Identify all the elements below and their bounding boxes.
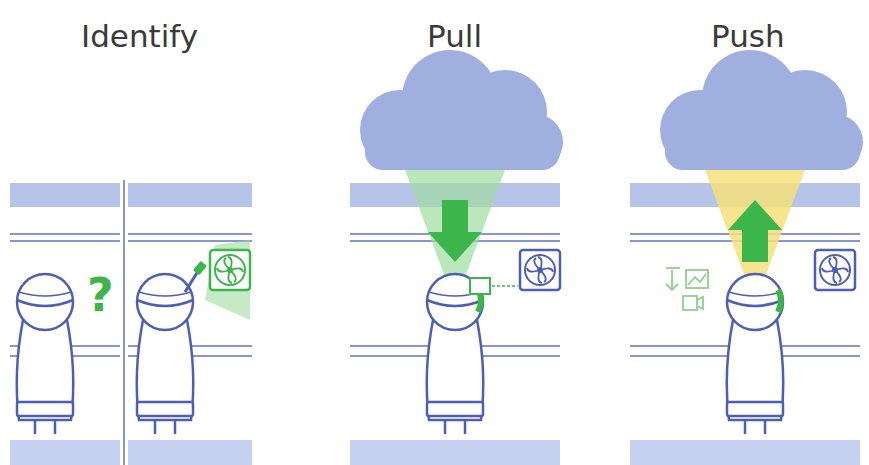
- pull-beam: [405, 170, 505, 285]
- panel-title: Identify: [81, 18, 198, 54]
- video-icon-lens: [697, 297, 703, 309]
- floor: [128, 440, 252, 465]
- download-icon: [666, 270, 678, 290]
- floor: [350, 440, 560, 465]
- floors: [10, 440, 860, 465]
- cloud: [360, 50, 563, 170]
- fan-icon: [815, 250, 855, 290]
- fan-icon: [520, 250, 560, 290]
- question-mark: ?: [87, 268, 114, 322]
- wall-line: [10, 240, 120, 242]
- worker: [137, 274, 194, 434]
- data-icons: [666, 268, 708, 310]
- worker: [427, 274, 484, 434]
- wall-line: [128, 240, 252, 242]
- ceiling-bar: [128, 183, 252, 207]
- floor: [630, 440, 860, 465]
- panel-title: Push: [711, 18, 785, 54]
- cloud-base: [365, 130, 560, 170]
- video-icon: [683, 296, 697, 310]
- cloud-base: [665, 130, 860, 170]
- image-icon: [686, 270, 708, 288]
- data-icon: [470, 278, 490, 294]
- push-arrow: [728, 200, 782, 262]
- image-icon-line: [688, 274, 706, 285]
- cloud: [660, 50, 863, 170]
- pull-arrow: [428, 200, 482, 262]
- wall-line: [10, 233, 120, 235]
- panel-title: Pull: [427, 18, 482, 54]
- wall-line: [128, 233, 252, 235]
- fan-icon: [210, 250, 250, 290]
- data-link: [492, 285, 518, 287]
- ceiling-bar: [10, 183, 120, 207]
- phone: [193, 261, 207, 275]
- floor: [10, 440, 120, 465]
- headset: [778, 290, 781, 312]
- worker: [727, 274, 784, 434]
- panel-divider: [123, 180, 125, 465]
- worker: [17, 274, 74, 434]
- scan-beam: [205, 240, 250, 320]
- push-beam: [705, 170, 805, 285]
- icon-line: [666, 267, 680, 269]
